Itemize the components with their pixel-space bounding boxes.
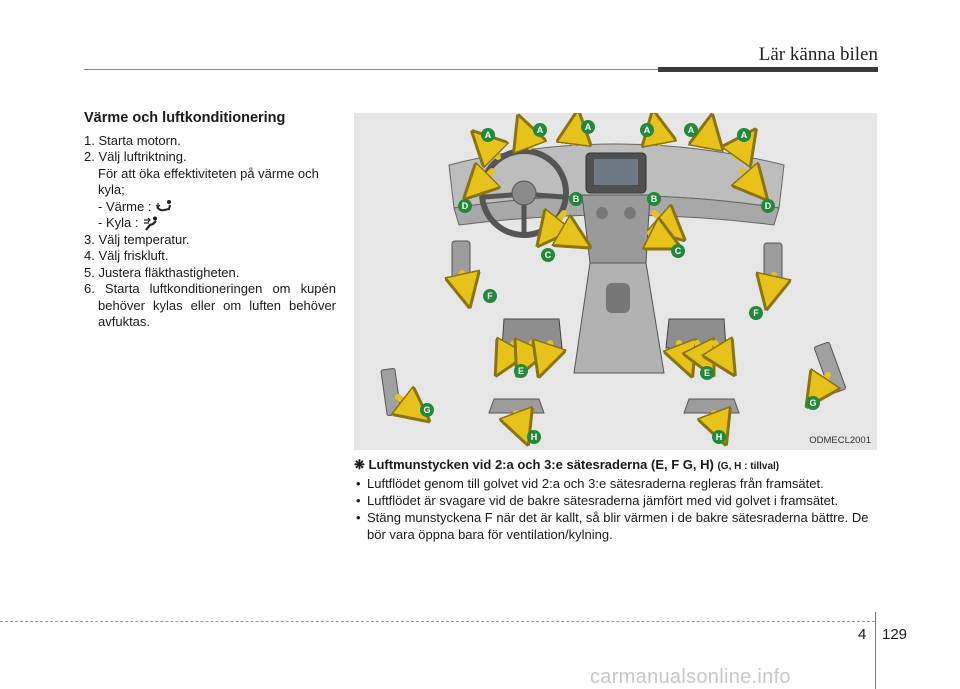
heat-mode-line: - Värme :: [84, 199, 336, 216]
heat-label: - Värme :: [98, 198, 152, 214]
svg-text:A: A: [741, 130, 748, 140]
vent-label-f1: F: [483, 289, 497, 303]
step-4: 4. Välj friskluft.: [84, 248, 169, 264]
svg-text:A: A: [644, 125, 651, 135]
face-mode-icon: [144, 216, 158, 231]
vent-label-c2: C: [671, 244, 685, 258]
vent-label-a2: A: [533, 123, 547, 137]
rear-vents-note: ❋ Luftmunstycken vid 2:a och 3:e sätesra…: [354, 456, 884, 543]
cool-mode-line: - Kyla :: [84, 215, 336, 232]
note-bullet: Luftflödet genom till golvet vid 2:a och…: [354, 475, 884, 492]
vent-label-a5: A: [684, 123, 698, 137]
step-2-detail: För att öka effektiviteten på värme och …: [98, 165, 319, 198]
svg-text:A: A: [537, 125, 544, 135]
header-rule-accent: [658, 67, 878, 72]
note-title-optional: (G, H : tillval): [717, 461, 780, 472]
vent-label-a6: A: [737, 128, 751, 142]
instructions-column: Värme och luftkonditionering 1. Starta m…: [84, 110, 336, 331]
vent-label-h1: H: [527, 430, 541, 444]
svg-text:D: D: [765, 201, 772, 211]
step-6: 6. Starta luftkonditioneringen om kupén …: [84, 281, 336, 330]
svg-text:F: F: [487, 291, 493, 301]
svg-text:C: C: [675, 246, 682, 256]
vent-label-a3: A: [581, 120, 595, 134]
section-title: Värme och luftkonditionering: [84, 110, 286, 126]
figure-code: ODMECL2001: [809, 435, 871, 446]
vent-label-e1: E: [514, 364, 528, 378]
svg-text:A: A: [485, 130, 492, 140]
svg-text:F: F: [753, 308, 759, 318]
svg-text:A: A: [585, 122, 592, 132]
header-rule: [84, 69, 658, 70]
vent-label-h2: H: [712, 430, 726, 444]
vent-label-f2: F: [749, 306, 763, 320]
step-2: 2. Välj luftriktning.: [84, 149, 187, 164]
step-1: 1. Starta motorn.: [84, 132, 181, 148]
svg-text:A: A: [688, 125, 695, 135]
page-header-title: Lär känna bilen: [758, 44, 878, 65]
vent-diagram: A A A A A A B B C C D D E E F F G G H H …: [354, 113, 877, 450]
floor-face-mode-icon: [155, 200, 172, 212]
vent-label-d2: D: [761, 199, 775, 213]
note-bullet: Luftflödet är svagare vid de bakre sätes…: [354, 492, 884, 509]
svg-text:G: G: [809, 398, 816, 408]
svg-text:H: H: [531, 432, 538, 442]
svg-text:H: H: [716, 432, 723, 442]
svg-text:E: E: [704, 368, 710, 378]
svg-text:D: D: [462, 201, 469, 211]
vent-label-a4: A: [640, 123, 654, 137]
vent-label-b2: B: [647, 192, 661, 206]
vent-label-d1: D: [458, 199, 472, 213]
vent-label-a1: A: [481, 128, 495, 142]
vent-illustration: A A A A A A B B C C D D E E F F G G H H: [380, 113, 847, 450]
footer-separator: [875, 612, 876, 689]
chapter-number: 4: [858, 626, 867, 643]
vent-label-g2: G: [806, 396, 820, 410]
cool-label: - Kyla :: [98, 215, 139, 231]
note-symbol: ❋: [354, 457, 365, 472]
svg-text:C: C: [545, 250, 552, 260]
step-5: 5. Justera fläkthastigheten.: [84, 264, 240, 280]
svg-text:B: B: [651, 194, 658, 204]
note-title: Luftmunstycken vid 2:a och 3:e sätesrade…: [368, 457, 714, 472]
airflow-arrows: [398, 127, 828, 429]
note-heading: ❋ Luftmunstycken vid 2:a och 3:e sätesra…: [354, 456, 884, 475]
footer-rule: [0, 621, 875, 622]
svg-text:E: E: [518, 366, 524, 376]
svg-text:B: B: [573, 194, 580, 204]
vent-label-c1: C: [541, 248, 555, 262]
svg-text:G: G: [423, 405, 430, 415]
note-bullet: Stäng munstyckena F när det är kallt, så…: [354, 509, 884, 543]
vent-label-e2: E: [700, 366, 714, 380]
watermark: carmanualsonline.info: [590, 666, 791, 688]
step-3: 3. Välj temperatur.: [84, 231, 190, 247]
vent-label-b1: B: [569, 192, 583, 206]
page-number: 129: [882, 626, 908, 643]
vent-label-g1: G: [420, 403, 434, 417]
